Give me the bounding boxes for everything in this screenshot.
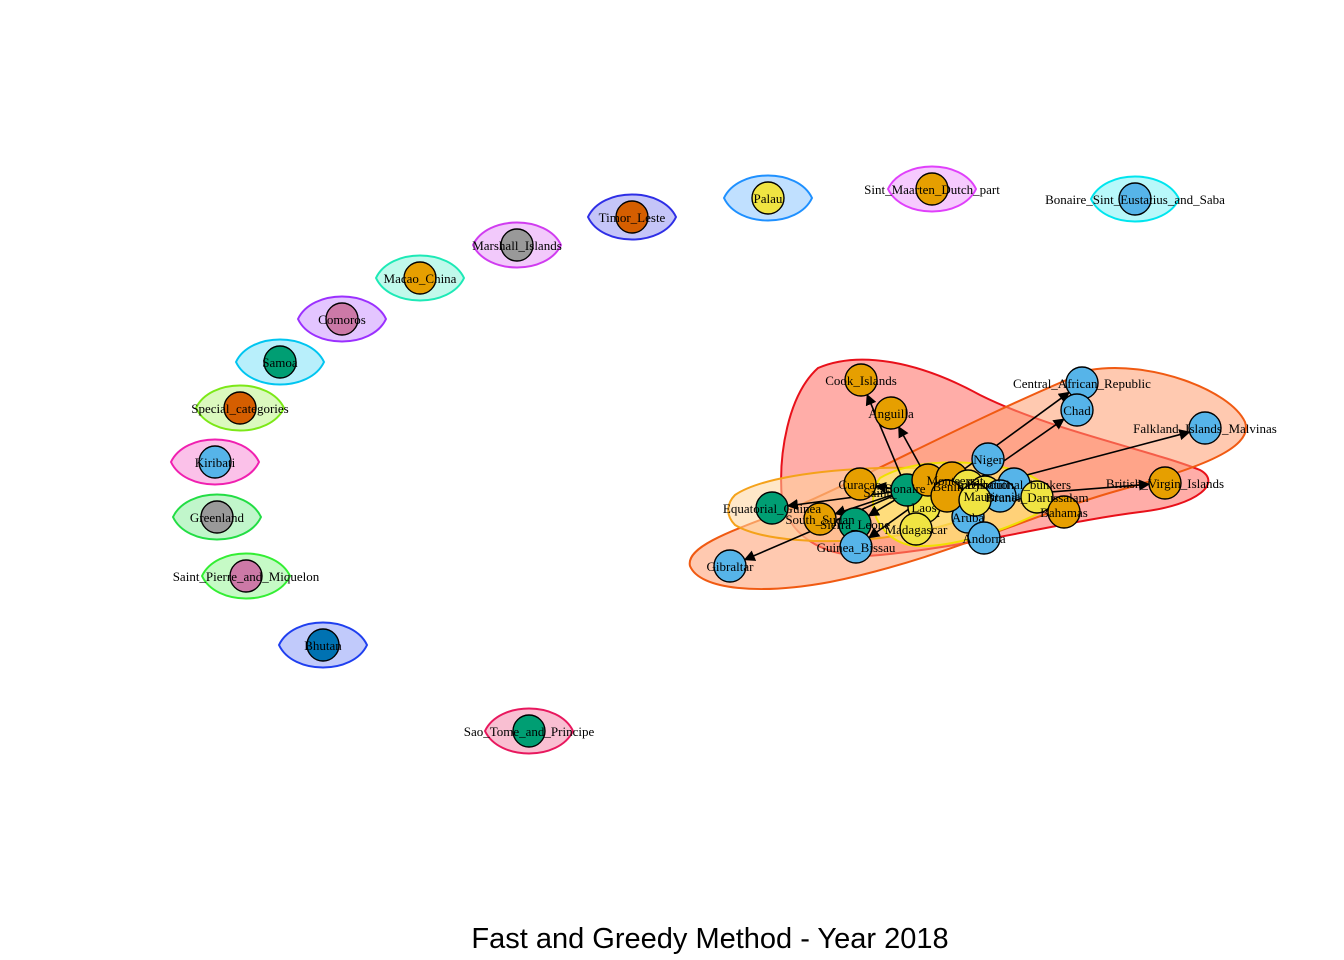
south-sudan-node[interactable]	[803, 502, 837, 536]
hub-8-node[interactable]	[958, 483, 992, 517]
niger-node[interactable]	[971, 442, 1005, 476]
cook-islands-label: Cook_Islands	[825, 373, 897, 388]
equatorial-guinea-label: Equatorial_Guinea	[723, 501, 821, 516]
cura-cao-node[interactable]	[843, 467, 877, 501]
hub-node-label: Mauritania	[963, 489, 1020, 504]
sint-maarten-label: Sint_Maarten_Dutch_part	[864, 182, 1000, 197]
brunei-label: Brunei_Darussalam	[985, 490, 1088, 505]
kiribati-label: Kiribati	[195, 455, 236, 470]
brunei-node[interactable]	[1020, 480, 1054, 514]
guinea-bissau-label: Guinea_Bissau	[817, 540, 896, 555]
marshall-islands-label: Marshall_Islands	[472, 238, 562, 253]
samoa-node[interactable]	[263, 345, 297, 379]
bhutan-node[interactable]	[306, 628, 340, 662]
andorra-node[interactable]	[967, 521, 1001, 555]
edge-hub-3-central-african-republic	[951, 391, 1070, 479]
bhutan-label: Bhutan	[304, 638, 342, 653]
chad-label: Chad	[1063, 403, 1091, 418]
edge-hub-1-cook-islands	[865, 393, 908, 491]
sao-tome-node[interactable]	[512, 714, 546, 748]
bahamas-label: Bahamas	[1040, 505, 1088, 520]
gibraltar-label: Gibraltar	[707, 559, 755, 574]
niger-label: Niger	[973, 452, 1003, 467]
saint-pierre-label: Saint_Pierre_and_Miquelon	[173, 569, 320, 584]
hub-node-label: Saint_	[863, 485, 897, 500]
madagascar-label: Madagascar	[885, 522, 948, 537]
british-virgin-islands-node[interactable]	[1148, 466, 1182, 500]
anguilla-label: Anguilla	[868, 406, 914, 421]
hub-node-label: Djibouti	[966, 477, 1010, 492]
bonaire-label: Bonaire_Sint_Eustatius_and_Saba	[1045, 192, 1225, 207]
falkland-islands-node[interactable]	[1188, 411, 1222, 445]
palau-label: Palau	[754, 191, 783, 206]
comoros-node[interactable]	[325, 302, 359, 336]
madagascar-node[interactable]	[899, 512, 933, 546]
anguilla-node[interactable]	[874, 396, 908, 430]
laos-label: Laos	[911, 500, 936, 515]
macao-node[interactable]	[403, 261, 437, 295]
marshall-islands-node[interactable]	[500, 228, 534, 262]
falkland-islands-label: Falkland_Islands_Malvinas	[1133, 421, 1277, 436]
south-sudan-label: South_Sudan	[785, 512, 855, 527]
equatorial-guinea-node[interactable]	[755, 491, 789, 525]
node-labels: Palau Sint_Maarten_Dutch_partBonaire_Sint…	[173, 182, 1277, 739]
hub-node-label: Montserrat	[926, 473, 983, 488]
british-virgin-islands-label: British_Virgin_Islands	[1106, 476, 1224, 491]
greenland-node[interactable]	[200, 500, 234, 534]
comoros-label: Comoros	[318, 312, 366, 327]
nodes	[198, 172, 1222, 748]
gibraltar-node[interactable]	[713, 549, 747, 583]
chad-node[interactable]	[1060, 393, 1094, 427]
samoa-label: Samoa	[262, 355, 298, 370]
cook-islands-node[interactable]	[844, 363, 878, 397]
saint-pierre-node[interactable]	[229, 559, 263, 593]
international-bunkers-label: International_bunkers	[957, 477, 1071, 492]
aruba-label: Aruba	[952, 510, 985, 525]
special-categories-node[interactable]	[223, 391, 257, 425]
central-african-republic-label: Central_African_Republic	[1013, 376, 1151, 391]
sint-maarten-node[interactable]	[915, 172, 949, 206]
andorra-label: Andorra	[962, 531, 1006, 546]
greenland-label: Greenland	[190, 510, 245, 525]
cura-cao-label: Curacao	[838, 477, 881, 492]
sao-tome-label: Sao_Tome_and_Principe	[464, 724, 595, 739]
kiribati-node[interactable]	[198, 445, 232, 479]
sierra-leone-label: Sierra_Leone	[820, 517, 890, 532]
special-categories-label: Special_categories	[191, 401, 288, 416]
chart-title: Fast and Greedy Method - Year 2018	[471, 923, 948, 955]
macao-label: Macao_China	[384, 271, 457, 286]
timor-leste-label: Timor_Leste	[599, 210, 666, 225]
palau-node[interactable]	[751, 181, 785, 215]
timor-leste-node[interactable]	[615, 200, 649, 234]
hub-node-label: Bonaire	[884, 481, 925, 496]
bahamas-node[interactable]	[1047, 495, 1081, 529]
guinea-bissau-node[interactable]	[839, 530, 873, 564]
bonaire-node[interactable]	[1118, 182, 1152, 216]
edge-hub-1-equatorial-guinea	[786, 489, 908, 511]
hub-node-label: Benin	[932, 479, 964, 494]
